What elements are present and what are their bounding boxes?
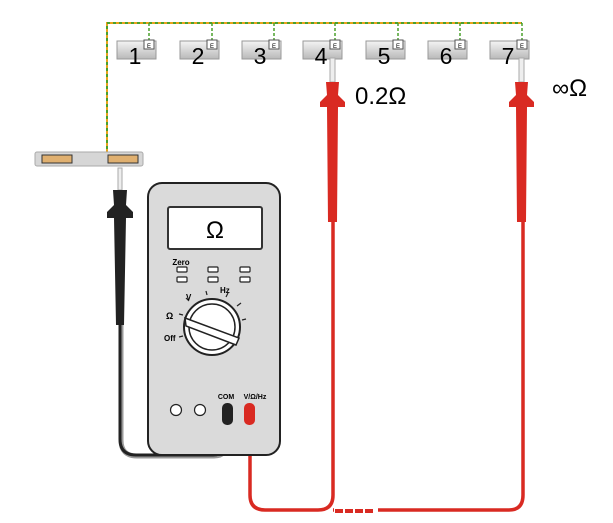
meter-display: Ω — [206, 217, 224, 244]
connector-block — [34, 151, 144, 167]
earth-tag — [392, 39, 404, 50]
earth-tag — [268, 39, 280, 50]
function-button[interactable] — [239, 276, 251, 283]
terminal-number: 7 — [502, 43, 515, 69]
dial-label-hz: Hz — [220, 286, 230, 295]
multimeter: Ω Zero V Hz Ω Off COM V/Ω/Hz — [147, 182, 281, 456]
terminal-number: 1 — [129, 43, 142, 69]
terminal-number: 3 — [254, 43, 267, 69]
function-button[interactable] — [239, 266, 251, 273]
terminal-number: 2 — [192, 43, 205, 69]
red-test-lead-1[interactable] — [248, 57, 345, 512]
earth-tag-label: E — [272, 44, 276, 50]
earth-tag-label: E — [458, 44, 462, 50]
reading-terminal-7: ∞Ω — [552, 75, 587, 102]
com-jack-plug[interactable] — [222, 403, 233, 425]
dial-label-v: V — [186, 293, 192, 302]
dial-label-ohm: Ω — [166, 311, 173, 321]
function-button[interactable] — [207, 276, 219, 283]
earth-tag-label: E — [520, 44, 524, 50]
v-ohm-jack-plug[interactable] — [244, 403, 255, 425]
terminal-1[interactable]: E1 — [116, 23, 157, 69]
terminal-number: 6 — [440, 43, 453, 69]
earth-tag — [206, 39, 218, 50]
terminal-number: 4 — [315, 43, 328, 69]
function-button[interactable] — [176, 276, 188, 283]
dial-label-off: Off — [164, 334, 176, 343]
earth-tag — [516, 39, 528, 50]
earth-tag-label: E — [210, 44, 214, 50]
rotary-dial[interactable]: V Hz Ω Off — [164, 286, 247, 356]
jack-v-label: V/Ω/Hz — [244, 394, 267, 401]
earth-tag-label: E — [333, 44, 337, 50]
terminal-5[interactable]: E5 — [365, 23, 406, 69]
terminal-7[interactable]: E7 — [489, 23, 530, 69]
earth-tag-label: E — [147, 44, 151, 50]
reading-terminal-4: 0.2Ω — [355, 83, 406, 110]
earth-tag — [454, 39, 466, 50]
terminal-4[interactable]: E4 — [302, 23, 343, 69]
function-button[interactable] — [207, 266, 219, 273]
terminal-2[interactable]: E2 — [179, 23, 220, 69]
earth-tag — [329, 39, 341, 50]
earth-tag — [143, 39, 155, 50]
red-test-lead-2[interactable] — [333, 57, 534, 513]
ground-bus-wire — [106, 22, 522, 155]
terminal-3[interactable]: E3 — [241, 23, 282, 69]
jack[interactable] — [193, 403, 207, 417]
earth-tag-label: E — [396, 44, 400, 50]
zero-label: Zero — [172, 258, 189, 267]
terminal-6[interactable]: E6 — [427, 23, 468, 69]
jack[interactable] — [169, 403, 183, 417]
terminal-number: 5 — [378, 43, 391, 69]
jack-com-label: COM — [218, 394, 235, 401]
zero-button[interactable] — [176, 266, 188, 273]
